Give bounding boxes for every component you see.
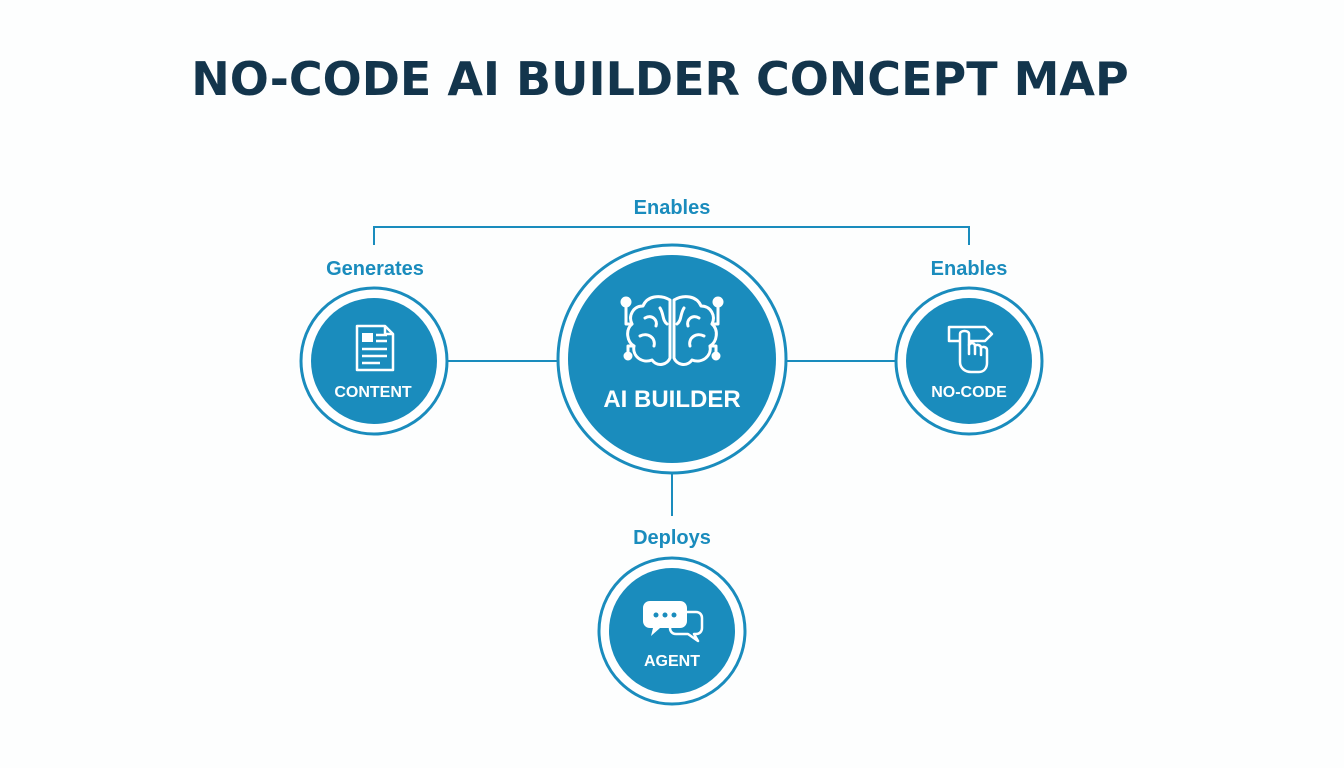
document-icon: [355, 324, 395, 372]
node-label-no-code: NO-CODE: [931, 384, 1007, 401]
node-no-code: NO-CODE: [894, 286, 1044, 436]
brain-circuit-icon: [620, 295, 724, 366]
node-ai-builder: AI BUILDER: [556, 243, 788, 475]
edge-label-right: Enables: [931, 258, 1008, 280]
node-fill: [568, 255, 776, 463]
node-label-agent: AGENT: [644, 653, 700, 670]
page-title: NO-CODE AI BUILDER CONCEPT MAP: [191, 52, 1129, 106]
node-label-ai-builder: AI BUILDER: [603, 386, 740, 413]
node-agent: AGENT: [597, 556, 747, 706]
connectors: [373, 226, 970, 516]
edge-label-top: Enables: [634, 197, 711, 219]
edge-label-bottom: Deploys: [633, 527, 711, 549]
node-content: CONTENT: [299, 286, 449, 436]
node-label-content: CONTENT: [334, 384, 412, 401]
bracket-connector: [373, 226, 970, 245]
pointer-hand-icon: [947, 325, 994, 374]
node-fill: [311, 298, 437, 424]
chat-bubbles-icon: [643, 601, 704, 643]
edge-label-left: Generates: [326, 258, 424, 280]
